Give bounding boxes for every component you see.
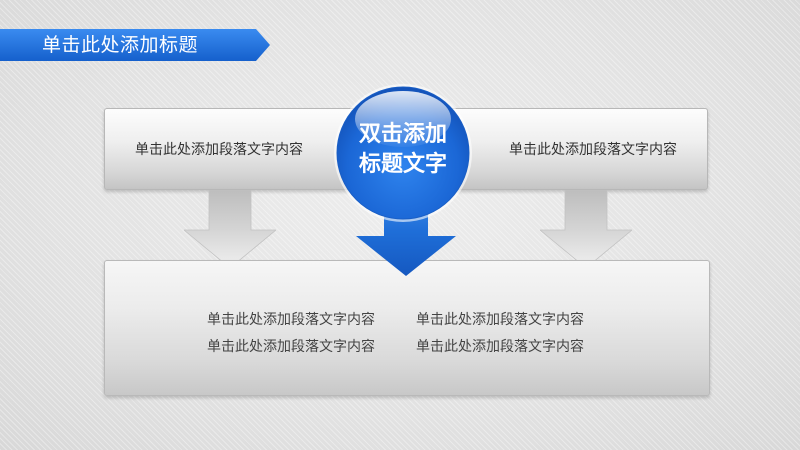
- top-left-text[interactable]: 单击此处添加段落文字内容: [135, 142, 303, 158]
- center-title-line-2[interactable]: 标题文字: [358, 152, 447, 177]
- title-banner: 单击此处添加标题: [0, 29, 272, 61]
- bottom-box: 单击此处添加段落文字内容 单击此处添加段落文字内容 单击此处添加段落文字内容 单…: [104, 260, 710, 396]
- bottom-text-4[interactable]: 单击此处添加段落文字内容: [416, 339, 584, 355]
- top-right-text[interactable]: 单击此处添加段落文字内容: [509, 142, 677, 158]
- left-down-arrow: [184, 190, 276, 268]
- title-banner-shape: [0, 29, 270, 61]
- bottom-text-1[interactable]: 单击此处添加段落文字内容: [207, 312, 375, 328]
- right-down-arrow: [540, 190, 632, 268]
- page-title[interactable]: 单击此处添加标题: [42, 34, 199, 56]
- bottom-text-3[interactable]: 单击此处添加段落文字内容: [207, 339, 375, 355]
- bottom-text-2[interactable]: 单击此处添加段落文字内容: [416, 312, 584, 328]
- center-circle-shape: [334, 84, 472, 222]
- center-circle: 双击添加 标题文字: [333, 83, 473, 223]
- center-title-line-1[interactable]: 双击添加: [358, 122, 447, 147]
